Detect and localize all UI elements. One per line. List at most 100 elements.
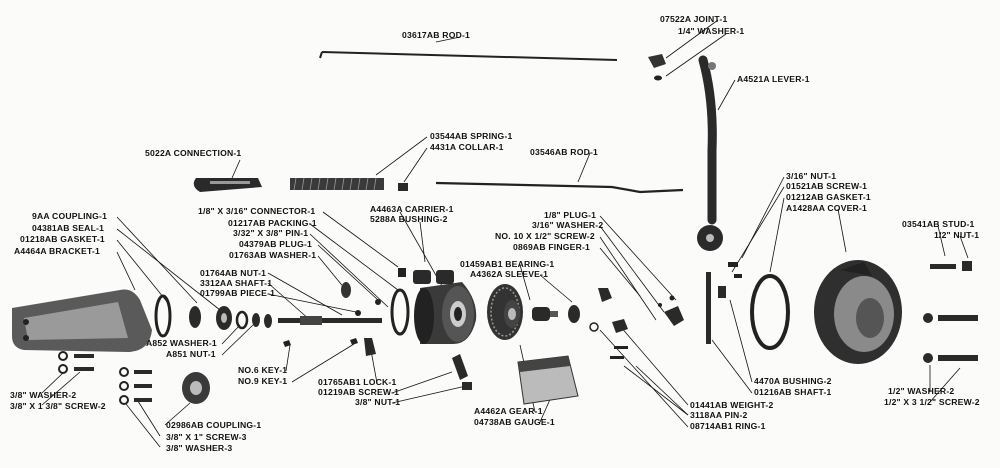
screw-half-b-drawing (938, 355, 978, 361)
nut-3-16-drawing (728, 262, 738, 267)
washer-3-8-3-a-drawing (119, 367, 129, 377)
leader-gasket-01212 (769, 197, 785, 273)
gauge-drawing (517, 355, 579, 405)
nut-a851-drawing (252, 313, 260, 327)
leader-screw-no10 (599, 236, 657, 321)
key-no6-drawing (283, 340, 291, 347)
leader-collar (403, 147, 428, 183)
leader-bearing (519, 264, 531, 301)
label-lever: A4521A LEVER-1 (737, 74, 810, 84)
leader-washer-quarter (665, 33, 727, 77)
seal-drawing (189, 306, 201, 328)
bracket-drawing (12, 289, 152, 352)
label-coupling-9aa: 9AA COUPLING-1 (32, 211, 108, 221)
label-washer-3-8-3: 3/8" WASHER-3 (166, 443, 233, 453)
label-nut-3-16: 3/16" NUT-1 (786, 171, 837, 181)
leader-screw-3-8-1 (135, 397, 161, 437)
washer-3-8-2-b-drawing (58, 364, 68, 374)
leader-washer-3-8-3 (125, 403, 161, 448)
label-bearing: 01459AB1 BEARING-1 (460, 259, 555, 269)
label-nut-a851: A851 NUT-1 (166, 349, 216, 359)
label-connection: 5022A CONNECTION-1 (145, 148, 242, 158)
screw-01521-drawing (734, 274, 742, 278)
label-finger: 0869AB FINGER-1 (513, 242, 591, 252)
leader-key-no9 (291, 343, 355, 383)
leader-joint (665, 19, 719, 59)
label-packing: 01217AB PACKING-1 (228, 218, 317, 228)
leader-shaft-3312 (267, 282, 311, 321)
leader-nut-01764 (267, 272, 343, 316)
label-spring: 03544AB SPRING-1 (430, 131, 513, 141)
screw-3-8-1-c-drawing (134, 398, 152, 402)
leader-washer-3-8-2 (41, 371, 65, 394)
rod-03546-drawing (435, 181, 684, 194)
washer-3-16-drawing (658, 303, 662, 307)
label-lock: 01765AB1 LOCK-1 (318, 377, 397, 387)
label-bushing-4470: 4470A BUSHING-2 (754, 376, 832, 386)
stud-drawing (930, 264, 956, 269)
label-plug-eighth: 1/8" PLUG-1 (544, 210, 597, 220)
leader-rod-03617 (435, 36, 461, 43)
label-gasket-01212: 01212AB GASKET-1 (786, 192, 871, 202)
leader-key-no6 (285, 344, 291, 372)
label-collar: 4431A COLLAR-1 (430, 142, 504, 152)
leader-piece (267, 293, 357, 313)
washer-3-8-3-c-drawing (119, 395, 129, 405)
leader-pin-3118-b (623, 365, 689, 416)
washer-half-a-drawing (923, 313, 933, 323)
label-screw-3-8-1: 3/8" X 1" SCREW-3 (166, 432, 247, 442)
packing-drawing (390, 288, 410, 336)
nut-half-drawing (962, 261, 972, 271)
screw-01219-drawing (452, 354, 468, 380)
label-nut-3-8: 3/8" NUT-1 (355, 397, 401, 407)
plug-04379-drawing (375, 299, 381, 305)
joint-drawing (648, 54, 666, 81)
washer-3-8-3-b-drawing (119, 381, 129, 391)
leader-lever (717, 79, 736, 111)
label-pin-3118: 3118AA PIN-2 (690, 410, 748, 420)
leader-bushing-4470 (729, 299, 753, 383)
label-ring: 08714AB1 RING-1 (690, 421, 766, 431)
leader-cover (837, 208, 847, 253)
finger-drawing (664, 306, 684, 326)
cover-drawing (814, 260, 902, 364)
connector-drawing (398, 268, 406, 277)
label-nut-half: 1/2" NUT-1 (934, 230, 980, 240)
leader-weight (619, 325, 689, 406)
leader-coupling-02986 (164, 402, 191, 426)
label-cover: A1428AA COVER-1 (786, 203, 868, 213)
leader-connector (322, 211, 399, 268)
leader-nut-3-8 (391, 385, 467, 404)
lock-drawing (364, 338, 376, 356)
label-washer-quarter: 1/4" WASHER-1 (678, 26, 745, 36)
label-screw-half: 1/2" X 3 1/2" SCREW-2 (884, 397, 980, 407)
label-shaft-3312: 3312AA SHAFT-1 (200, 278, 273, 288)
leader-bushing-5288 (419, 221, 426, 263)
label-screw-no10: NO. 10 X 1/2" SCREW-2 (495, 231, 595, 241)
weight-b-drawing (612, 319, 628, 333)
label-washer-a852: A852 WASHER-1 (146, 338, 217, 348)
nut-3-8-drawing (462, 382, 472, 390)
label-coupling-02986: 02986AB COUPLING-1 (166, 420, 262, 430)
lever-drawing (697, 55, 723, 251)
label-carrier: A4463A CARRIER-1 (370, 204, 454, 214)
leader-gasket-01218 (116, 239, 169, 304)
washer-a852-drawing (235, 310, 249, 330)
label-gasket-01218: 01218AB GASKET-1 (20, 234, 105, 244)
spring-drawing (290, 177, 384, 191)
label-screw-01219: 01219AB SCREW-1 (318, 387, 400, 397)
leader-plug-eighth (599, 215, 677, 301)
label-screw-3-8-13: 3/8" X 1 3/8" SCREW-2 (10, 401, 106, 411)
bushing-5288-b-drawing (436, 270, 454, 284)
leader-nut-a851 (221, 324, 254, 356)
bushing-5288-a-drawing (413, 270, 431, 284)
label-washer-01763: 01763AB WASHER-1 (229, 250, 317, 260)
washer-half-b-drawing (923, 353, 933, 363)
label-washer-3-16: 3/16" WASHER-2 (532, 220, 604, 230)
label-pin-3-32: 3/32" X 3/8" PIN-1 (233, 228, 309, 238)
label-key-no9: NO.9 KEY-1 (238, 376, 288, 386)
washer-3-8-2-a-drawing (58, 351, 68, 361)
ring-drawing (589, 322, 599, 332)
leader-stud (937, 225, 946, 257)
